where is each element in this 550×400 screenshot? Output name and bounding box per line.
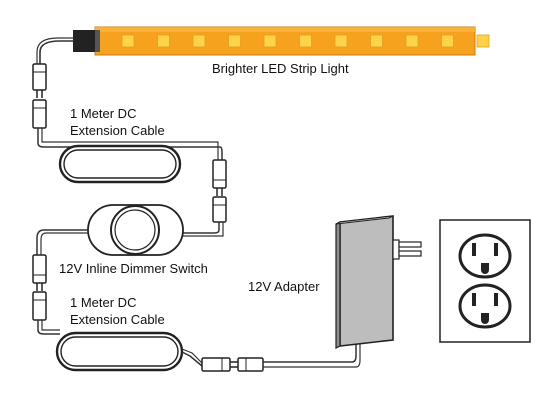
dimmer-label: 12V Inline Dimmer Switch bbox=[59, 261, 208, 276]
led-chip-icon bbox=[157, 34, 170, 48]
led-chip-icon bbox=[441, 34, 454, 48]
wire bbox=[39, 40, 74, 64]
cable-coil-icon bbox=[55, 331, 184, 372]
led-chip-icon bbox=[299, 34, 312, 48]
cable-coil-icon bbox=[58, 144, 182, 184]
dimmer-knob-icon bbox=[87, 204, 184, 256]
wire bbox=[41, 128, 219, 160]
wire bbox=[182, 222, 220, 234]
led-chip-icon bbox=[121, 34, 135, 48]
led-chip-icon bbox=[334, 34, 348, 48]
wire bbox=[263, 343, 361, 368]
wire bbox=[41, 320, 60, 331]
cable-label-1-line-1: 1 Meter DC bbox=[70, 106, 137, 121]
connector-icon bbox=[32, 63, 47, 129]
wire bbox=[37, 320, 60, 335]
connector-icon bbox=[212, 159, 227, 223]
led-chip-icon bbox=[263, 34, 277, 48]
led-chip-icon bbox=[405, 34, 419, 48]
led-chip-icon bbox=[476, 34, 490, 48]
wire bbox=[36, 37, 74, 64]
cable-label-1-line-2: Extension Cable bbox=[70, 123, 165, 138]
strip-label: Brighter LED Strip Light bbox=[212, 61, 349, 76]
cable-label-2-line-1: 1 Meter DC bbox=[70, 295, 137, 310]
wire bbox=[40, 232, 88, 255]
wire bbox=[181, 348, 203, 364]
outlet-receptacle-icon bbox=[458, 283, 512, 329]
led-chip-icon bbox=[228, 34, 241, 48]
cable-label-2-line-2: Extension Cable bbox=[70, 312, 165, 327]
connector-icon bbox=[201, 357, 264, 372]
connector-icon bbox=[32, 254, 47, 321]
wire bbox=[263, 343, 357, 363]
cable-label-2: 1 Meter DC Extension Cable bbox=[70, 294, 165, 328]
led-chip-group bbox=[121, 34, 490, 48]
cable-label-1: 1 Meter DC Extension Cable bbox=[70, 105, 165, 139]
wall-outlet-icon bbox=[439, 219, 531, 343]
wire bbox=[36, 229, 88, 255]
adapter-label: 12V Adapter bbox=[248, 279, 320, 294]
led-chip-icon bbox=[370, 34, 383, 48]
wire bbox=[181, 351, 203, 367]
power-adapter-icon bbox=[335, 215, 422, 349]
outlet-receptacle-icon bbox=[458, 233, 512, 279]
led-chip-icon bbox=[192, 34, 206, 48]
wire bbox=[182, 222, 224, 237]
led-strip-icon bbox=[73, 26, 490, 56]
